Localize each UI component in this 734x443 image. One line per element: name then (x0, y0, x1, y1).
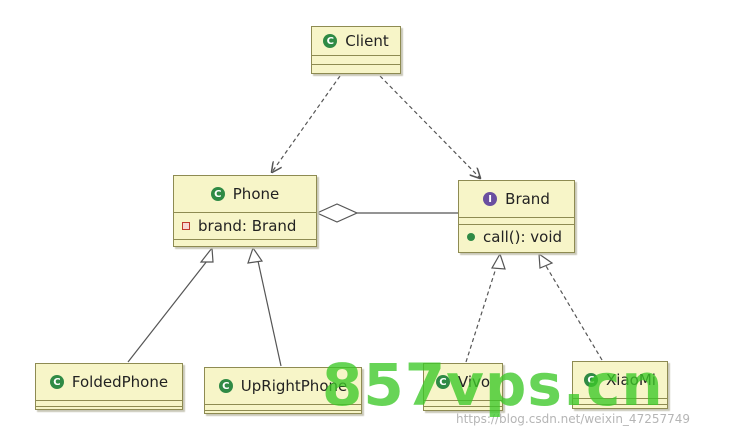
class-vivo-header: C Vivo (424, 364, 502, 400)
class-divider (424, 406, 502, 407)
interface-brand-name: Brand (505, 190, 550, 208)
class-divider (459, 217, 574, 218)
dependency-client-phone (272, 75, 341, 172)
dependency-client-brand (379, 75, 480, 178)
interface-brand-header: I Brand (459, 181, 574, 217)
realization-vivo-brand (465, 267, 497, 363)
interface-brand[interactable]: I Brand call(): void (458, 180, 575, 253)
class-phone[interactable]: C Phone brand: Brand (173, 175, 317, 247)
class-divider (573, 404, 667, 405)
generalization-foldedphone-phone (127, 260, 208, 363)
generalization-uprightphone-phone (257, 260, 282, 367)
private-field-icon (182, 222, 190, 230)
class-xiaomi[interactable]: C XiaoMi (572, 361, 668, 409)
class-phone-name: Phone (232, 185, 280, 203)
realization-triangle-vivo (491, 252, 506, 270)
class-divider (424, 400, 502, 401)
class-phone-header: C Phone (174, 176, 316, 212)
class-divider (174, 212, 316, 213)
class-divider (312, 55, 400, 56)
aggregation-diamond (315, 203, 359, 223)
class-icon: C (218, 379, 233, 393)
class-xiaomi-name: XiaoMi (606, 371, 656, 389)
realization-xiaomi-brand (545, 265, 603, 361)
class-vivo-name: Vivo (457, 373, 491, 391)
interface-icon: I (483, 192, 498, 206)
class-divider (36, 400, 182, 401)
class-divider (205, 410, 361, 411)
class-foldedphone-header: C FoldedPhone (36, 364, 182, 400)
class-client-name: Client (345, 32, 389, 50)
attribute-brand: brand: Brand (198, 217, 297, 235)
class-vivo[interactable]: C Vivo (423, 363, 503, 411)
class-phone-attribute: brand: Brand (174, 213, 316, 239)
class-foldedphone-name: FoldedPhone (71, 373, 169, 391)
class-divider (205, 404, 361, 405)
watermark-url: https://blog.csdn.net/weixin_47257749 (456, 412, 691, 426)
class-client-header: C Client (312, 27, 400, 55)
class-foldedphone[interactable]: C FoldedPhone (35, 363, 183, 410)
class-divider (573, 398, 667, 399)
class-uprightphone[interactable]: C UpRightPhone (204, 367, 362, 414)
class-icon: C (323, 34, 338, 48)
watermark-logo: 857vps.cn (322, 351, 664, 419)
class-divider (36, 406, 182, 407)
generalization-triangle-upright (247, 246, 264, 264)
class-uprightphone-header: C UpRightPhone (205, 368, 361, 404)
class-divider (174, 239, 316, 240)
generalization-triangle-folded (199, 246, 214, 263)
class-icon: C (210, 187, 225, 201)
class-uprightphone-name: UpRightPhone (240, 377, 348, 395)
interface-brand-method: call(): void (459, 225, 574, 249)
realization-triangle-xiaomi (538, 252, 554, 269)
class-divider (459, 224, 574, 225)
class-divider (312, 64, 400, 65)
method-call: call(): void (483, 228, 563, 246)
class-icon: C (49, 375, 64, 389)
public-method-icon (467, 233, 475, 241)
class-client[interactable]: C Client (311, 26, 401, 74)
class-icon: C (584, 373, 599, 387)
class-xiaomi-header: C XiaoMi (573, 362, 667, 398)
class-icon: C (435, 375, 450, 389)
